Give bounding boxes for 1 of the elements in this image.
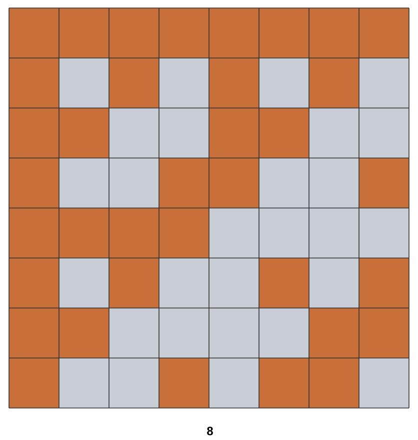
figure-number: 8 <box>207 426 213 436</box>
